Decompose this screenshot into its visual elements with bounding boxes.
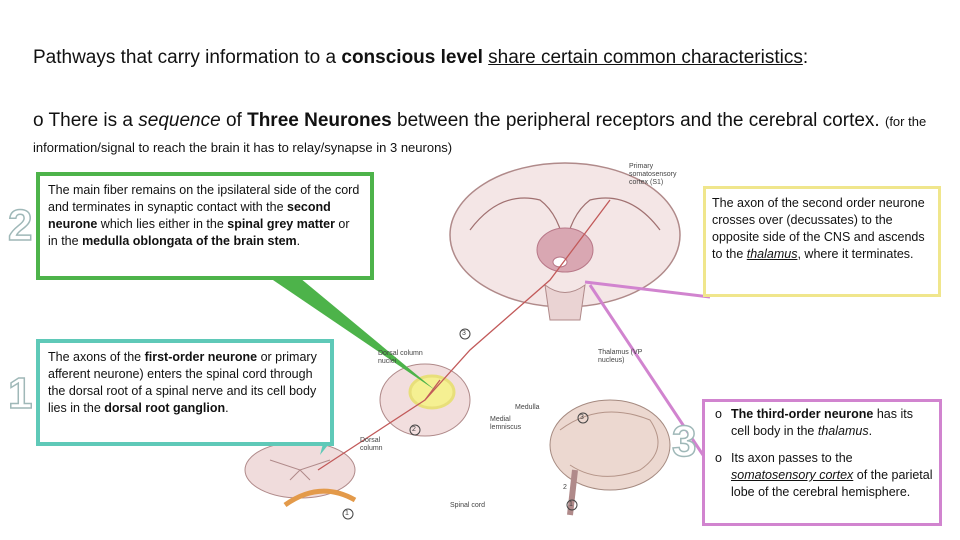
- label-c3b: 3: [580, 414, 584, 421]
- list-marker: o: [715, 407, 722, 421]
- sagittal-cord: [567, 469, 578, 516]
- box3-bold: The third-order neurone: [731, 407, 874, 421]
- brainstem-shape: [544, 283, 586, 321]
- box3-thalamus: thalamus: [817, 424, 869, 438]
- bullet-italic: sequence: [138, 110, 221, 131]
- box2-text-3: or in the: [48, 217, 350, 248]
- number-2: 2: [7, 201, 33, 250]
- list-marker: o: [715, 451, 722, 465]
- box3-text-3: Its axon passes to the: [731, 451, 853, 465]
- callout-pink-2: [588, 284, 705, 456]
- number-1: 1: [7, 369, 33, 418]
- peripheral-nerve: [283, 488, 357, 508]
- bullet-text-2: of: [220, 110, 248, 131]
- title-colon: :: [802, 47, 809, 68]
- third-neurone-list: o The third-order neurone has its cell b…: [711, 406, 933, 501]
- circle-1b: [566, 499, 578, 511]
- box1-text-1: The axons of the: [48, 350, 145, 364]
- bullet-text-3: between the peripheral receptors and the…: [391, 110, 885, 131]
- ventricle-shape: [552, 256, 568, 268]
- box2-text-1: The main fiber remains on the ipsilatera…: [48, 183, 360, 214]
- grey-matter: [269, 459, 331, 481]
- box3-text-1: has its cell body in the: [731, 407, 913, 438]
- list-item: o Its axon passes to the somatosensory c…: [711, 450, 933, 501]
- boxR-text-2: , where it terminates.: [797, 247, 914, 261]
- box2-bold-1: second neurone: [48, 200, 331, 231]
- box3-cortex: somatosensory cortex: [731, 468, 854, 482]
- callout-pink-1: [584, 280, 711, 299]
- label-medulla: Medulla: [515, 404, 540, 411]
- decussation-box: The axon of the second order neurone cro…: [703, 186, 941, 297]
- box2-text-4: .: [296, 234, 301, 248]
- label-c2b: 2: [563, 484, 567, 491]
- box3-text-2: .: [868, 424, 873, 438]
- boxR-thalamus: thalamus: [746, 247, 798, 261]
- label-column-nuclei: Dorsal column nuclei: [378, 350, 423, 365]
- bullet-note: (for the information/signal to reach the…: [33, 114, 927, 155]
- label-spinal-cord: Spinal cord: [450, 502, 486, 509]
- label-primary-cortex: Primary somatosensory cortex (S1): [629, 163, 677, 186]
- boxR-text-1: The axon of the second order neurone cro…: [712, 196, 925, 261]
- label-c3: 3: [462, 330, 466, 337]
- pathway-line: [317, 199, 611, 471]
- label-thalamus: Thalamus (VP nucleus): [598, 349, 643, 364]
- slide-title: Pathways that carry information to a con…: [33, 46, 833, 70]
- box1-text-3: .: [225, 401, 229, 415]
- box1-bold-1: first-order neurone: [144, 350, 258, 364]
- number-3: 3: [671, 417, 697, 466]
- second-neurone-box: The main fiber remains on the ipsilatera…: [36, 172, 374, 280]
- label-medial-lemniscus: Medial lemniscus: [490, 416, 522, 431]
- list-item: o The third-order neurone has its cell b…: [711, 406, 933, 440]
- decussation-line: [424, 379, 441, 401]
- title-text-1: Pathways that carry information to a: [33, 47, 342, 68]
- title-bold: conscious level: [341, 47, 483, 68]
- thalamus-shape: [536, 227, 594, 273]
- box1-bold-2: dorsal root ganglion: [104, 401, 226, 415]
- bullet-three-neurones: o There is a sequence of Three Neurones …: [33, 108, 933, 160]
- circle-3b: [577, 412, 589, 424]
- bullet-text-1: There is a: [48, 110, 139, 131]
- circle-1a: [342, 508, 354, 520]
- box2-text-2: which lies either in the: [97, 217, 228, 231]
- label-c1b: 1: [569, 501, 573, 508]
- callout-green: [270, 278, 435, 390]
- circle-2a: [409, 424, 421, 436]
- bullet-bold: Three Neurones: [247, 110, 392, 131]
- box3-text-4: of the parietal lobe of the cerebral hem…: [731, 468, 933, 499]
- box2-bold-2: spinal grey matter: [227, 217, 335, 231]
- circle-3a: [459, 328, 471, 340]
- third-neurone-box: o The third-order neurone has its cell b…: [702, 399, 942, 526]
- box1-text-2: or primary afferent neurone) enters the …: [48, 350, 317, 415]
- label-dorsal-column: Dorsal column: [360, 437, 383, 452]
- label-c1: 1: [345, 510, 349, 517]
- title-underlined: share certain common characteristics: [488, 47, 803, 68]
- sagittal-gyri: [559, 411, 659, 477]
- first-neurone-box: The axons of the first-order neurone or …: [36, 339, 334, 446]
- label-c2: 2: [412, 426, 416, 433]
- bullet-marker: o: [33, 110, 44, 131]
- box2-bold-3: medulla oblongata of the brain stem: [82, 234, 297, 248]
